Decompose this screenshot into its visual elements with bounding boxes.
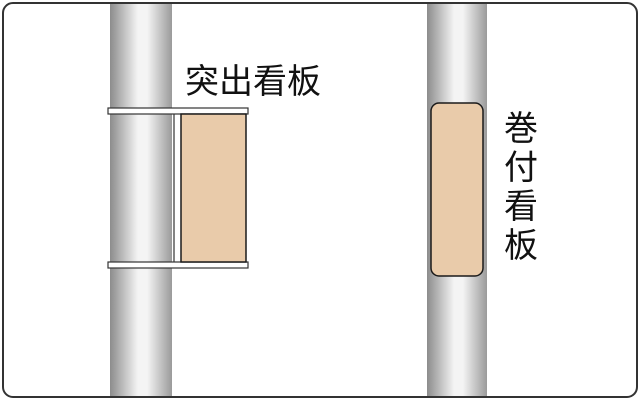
top-bracket bbox=[107, 107, 249, 115]
wrapped-sign-label: 巻付看板 bbox=[504, 109, 538, 266]
wrapped-sign bbox=[430, 102, 484, 277]
projecting-sign-label: 突出看板 bbox=[185, 62, 321, 102]
projecting-sign bbox=[180, 113, 247, 263]
bottom-bracket bbox=[107, 261, 249, 269]
left-pole bbox=[110, 4, 172, 396]
